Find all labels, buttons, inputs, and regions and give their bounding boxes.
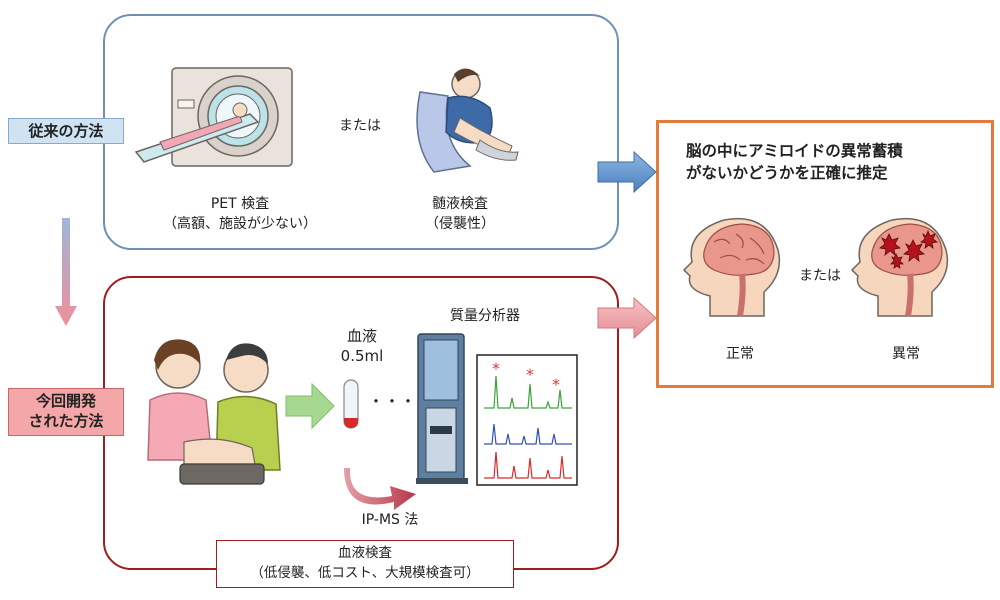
normal-brain-icon: [682, 217, 781, 317]
pet-scanner-illustration: [134, 67, 293, 167]
abnormal-label: 異常: [892, 346, 920, 362]
conventional-to-result-arrow-icon: [597, 150, 657, 194]
blood-label: 血液: [346, 327, 377, 345]
svg-text:*: *: [552, 375, 560, 394]
new-to-result-arrow-icon: [597, 296, 657, 340]
blood-test-summary-note: （低侵襲、低コスト、大規模検査可）: [250, 565, 480, 581]
pet-test-title: PET 検査: [210, 196, 270, 212]
csf-test-title: 髄液検査: [432, 196, 488, 212]
svg-text:*: *: [526, 365, 534, 384]
spinal-fluid-test-illustration: [416, 68, 519, 173]
blood-volume-label: 0.5ml: [340, 347, 384, 365]
blood-test-summary-title: 血液検査: [338, 545, 392, 561]
curved-arrow-icon: [344, 468, 416, 510]
pet-test-note: （高額、施設が少ない）: [163, 216, 317, 232]
csf-test-note: （侵襲性）: [425, 216, 495, 232]
result-title: 脳の中にアミロイドの異常蓄積 がないかどうかを正確に推定: [686, 140, 976, 184]
conventional-method-tag: 従来の方法: [8, 118, 124, 144]
svg-text:*: *: [492, 359, 500, 378]
new-method-tag: 今回開発 された方法: [8, 388, 124, 436]
mass-spectrum-chart: * * *: [476, 354, 578, 486]
ellipsis-dots: ・・・: [367, 392, 416, 411]
result-or-text: または: [799, 268, 841, 284]
blood-draw-illustration: [147, 339, 281, 485]
new-method-tag-line1: 今回開発: [35, 392, 96, 410]
ip-ms-label: IP-MS 法: [361, 512, 419, 528]
normal-label: 正常: [726, 346, 754, 362]
result-title-line1: 脳の中にアミロイドの異常蓄積: [686, 142, 903, 160]
mass-spec-label: 質量分析器: [450, 308, 520, 324]
result-title-line2: がないかどうかを正確に推定: [686, 164, 888, 182]
new-method-tag-line2: された方法: [28, 412, 104, 430]
abnormal-brain-icon: [850, 217, 949, 317]
green-arrow-icon: [285, 382, 335, 430]
conventional-or-text: または: [339, 118, 381, 134]
mass-spectrometer-icon: [416, 333, 468, 484]
blood-test-summary-box: 血液検査 （低侵襲、低コスト、大規模検査可）: [216, 540, 514, 588]
down-arrow-icon: [55, 218, 77, 326]
test-tube-icon: [343, 379, 359, 429]
